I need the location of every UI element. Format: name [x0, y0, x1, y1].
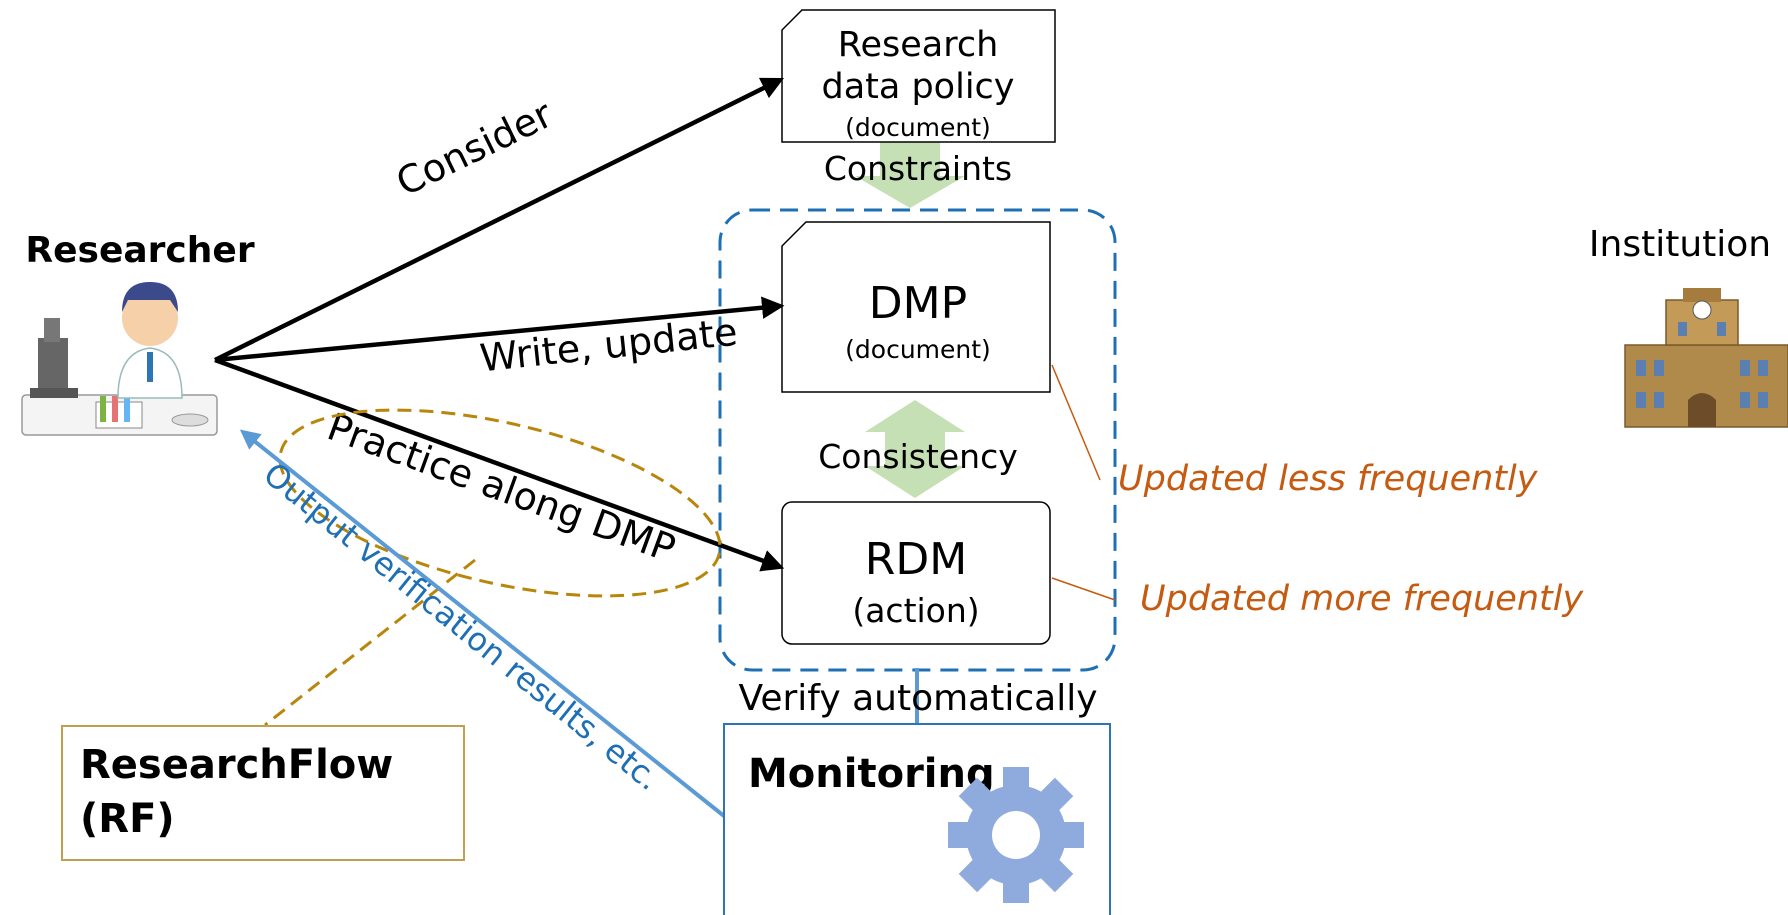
write-update-arrow	[214, 296, 785, 363]
dmp-document	[781, 221, 1051, 393]
constraints-arrow	[855, 140, 965, 208]
rdm-box	[781, 501, 1051, 645]
researchflow-box	[61, 725, 465, 861]
more-frequent-label: Updated more frequently	[1140, 579, 1584, 619]
consistency-arrow	[865, 400, 965, 498]
researchflow-subtitle: (RF)	[80, 796, 175, 842]
researchflow-title: ResearchFlow	[80, 742, 393, 788]
policy-title-line2: data policy	[822, 67, 1015, 107]
practice-arrow	[214, 357, 785, 572]
researchflow-highlight	[278, 408, 722, 598]
consider-label: Consider	[389, 92, 559, 205]
gear-icon	[948, 767, 1084, 903]
rdm-title: RDM	[865, 534, 967, 585]
policy-subtitle: (document)	[845, 113, 991, 142]
university-building-icon	[1624, 288, 1788, 428]
constraints-label: Constraints	[824, 149, 1012, 188]
dmp-title: DMP	[869, 278, 967, 329]
policy-title-line1: Research	[838, 25, 999, 65]
verify-label: Verify automatically	[739, 678, 1098, 719]
policy-document	[781, 9, 1056, 143]
dmp-subtitle: (document)	[845, 335, 991, 364]
consistency-label: Consistency	[818, 437, 1018, 476]
less-frequent-leader	[1051, 364, 1101, 481]
monitoring-title: Monitoring	[748, 751, 995, 797]
rdm-subtitle: (action)	[852, 591, 979, 630]
researchflow-callout	[264, 558, 476, 727]
scientist-microscope-icon	[21, 282, 218, 436]
more-frequent-leader	[1051, 577, 1116, 601]
less-frequent-label: Updated less frequently	[1118, 459, 1539, 499]
output-arrow	[239, 429, 726, 818]
institution-label: Institution	[1589, 224, 1771, 265]
consider-arrow	[214, 77, 785, 363]
researcher-label: Researcher	[25, 230, 254, 271]
